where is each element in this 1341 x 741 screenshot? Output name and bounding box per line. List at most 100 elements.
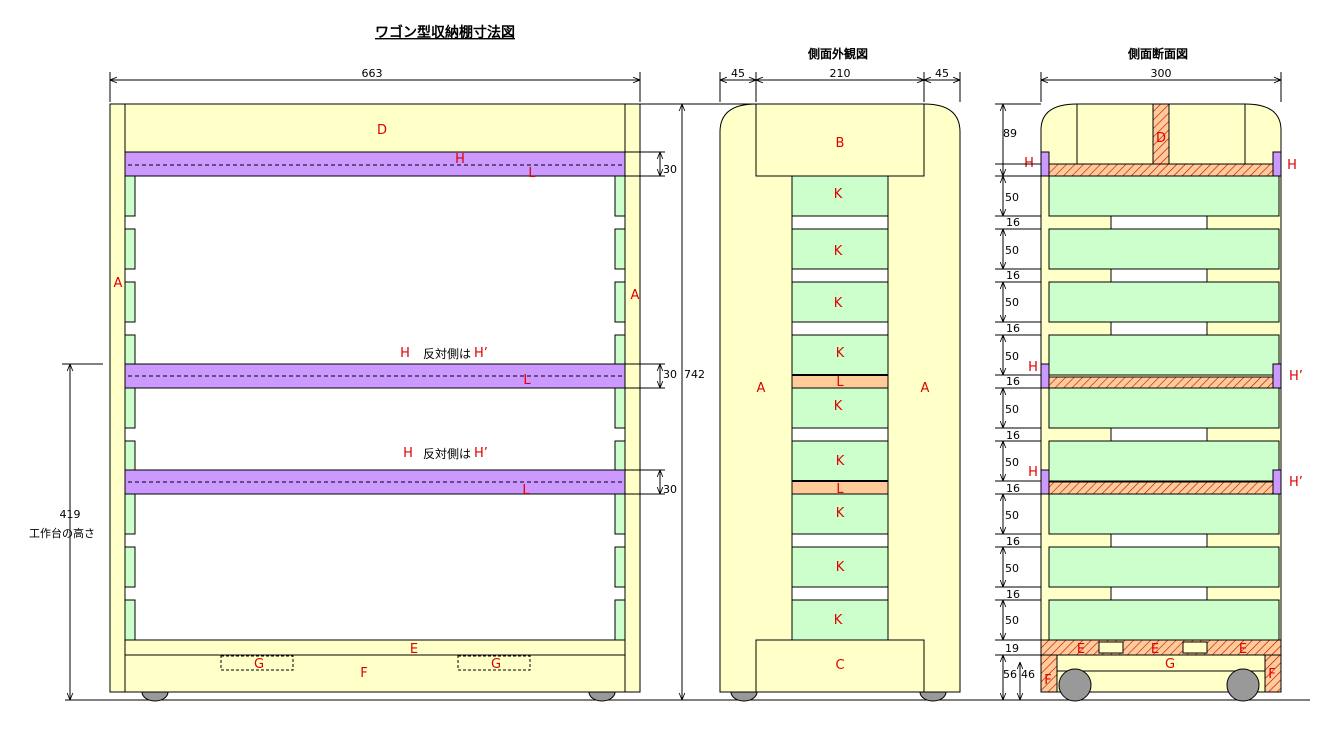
- part-label-h-low: H: [403, 446, 413, 461]
- drawer-height-label-1: 50: [1005, 191, 1019, 204]
- page-title: ワゴン型収納棚寸法図: [375, 24, 515, 41]
- section-drawers: [1048, 175, 1280, 641]
- drawer-height-label-4: 50: [1005, 350, 1019, 363]
- part-label-g-right: G: [491, 657, 501, 672]
- section-base-f-left: [1040, 654, 1058, 693]
- gap-label-3: 16: [1006, 322, 1020, 335]
- wheel-section-left: [1058, 668, 1092, 702]
- gap-label-7: 16: [1006, 535, 1020, 548]
- part-label-e-section-2: E: [1151, 642, 1159, 657]
- part-label-k-1: K: [834, 187, 843, 202]
- part-label-a-side-left: A: [757, 381, 766, 396]
- part-label-l-side-2: L: [836, 482, 844, 497]
- part-label-e-section-3: E: [1239, 642, 1247, 657]
- part-label-hp-section-r3: H’: [1289, 475, 1303, 490]
- side-exterior-view: 側面外観図 45 210 45 B C: [719, 46, 961, 702]
- top-block-b: [755, 103, 925, 177]
- right-guide-blocks: [614, 175, 626, 641]
- part-label-h-prime-mid: H’: [474, 346, 488, 361]
- part-label-l-mid: L: [523, 373, 531, 388]
- workbench-height-label: 419: [60, 508, 81, 521]
- section-rail-top: [1048, 163, 1274, 177]
- part-label-k-6: K: [836, 454, 845, 469]
- section-base-g: [1056, 654, 1266, 672]
- part-label-k-8: K: [836, 560, 845, 575]
- front-width-label: 663: [362, 67, 383, 80]
- part-label-e: E: [410, 642, 418, 657]
- side-drawers-k: [791, 175, 889, 641]
- drawer-height-label-2: 50: [1005, 244, 1019, 257]
- opposite-side-note-1: 反対側は: [423, 347, 471, 361]
- wheel-side-left: [730, 691, 758, 702]
- right-side-panel: [624, 103, 641, 693]
- part-label-e-section-1: E: [1077, 642, 1085, 657]
- wheel-side-right: [919, 691, 947, 702]
- gap-label-5: 16: [1006, 429, 1020, 442]
- part-label-l-low: L: [522, 483, 530, 498]
- drawer-height-label-3: 50: [1005, 296, 1019, 309]
- part-label-f-section-l: F: [1044, 673, 1051, 688]
- part-label-h-prime-low: H’: [474, 446, 488, 461]
- top-panel-d: [124, 103, 626, 153]
- gap-label-2: 16: [1006, 269, 1020, 282]
- section-rail-middle: [1048, 376, 1274, 389]
- base-panel-e: [124, 639, 626, 656]
- base-f-height-label: 56: [1003, 668, 1017, 681]
- base-panel-f: [124, 654, 626, 693]
- part-label-h: H: [455, 152, 465, 167]
- drawer-height-label-7: 50: [1005, 509, 1019, 522]
- side-b-width: 210: [830, 67, 851, 80]
- section-dimension-chain: [995, 103, 1041, 700]
- part-label-h-section-l3: H: [1028, 465, 1038, 480]
- left-side-panel: [109, 103, 126, 693]
- part-label-a-side-right: A: [921, 381, 930, 396]
- side-a-width-left: 45: [731, 67, 745, 80]
- shelf-height-label-2: 30: [663, 368, 677, 381]
- base-g-height-label: 46: [1021, 668, 1035, 681]
- gap-label-8: 16: [1006, 588, 1020, 601]
- wheel-front-right: [588, 691, 616, 702]
- part-label-f-section-r: F: [1268, 667, 1275, 682]
- part-label-hp-section-r2: H’: [1289, 369, 1303, 384]
- part-label-k-9: K: [834, 613, 843, 628]
- drawer-height-label-8: 50: [1005, 562, 1019, 575]
- workbench-height-caption: 工作台の高さ: [29, 526, 95, 540]
- part-label-l: L: [528, 166, 536, 181]
- opposite-side-note-2: 反対側は: [423, 447, 471, 461]
- drawer-height-label-6: 50: [1005, 456, 1019, 469]
- left-guide-blocks: [124, 175, 136, 641]
- rail-h-top: [124, 151, 626, 177]
- section-base-f-right: [1264, 654, 1282, 693]
- part-label-d: D: [377, 123, 387, 138]
- wheel-front-left: [141, 691, 169, 702]
- part-label-k-7: K: [836, 506, 845, 521]
- part-label-h-section-r1: H: [1287, 158, 1297, 173]
- part-label-k-2: K: [834, 244, 843, 259]
- part-label-a-left: A: [114, 276, 123, 291]
- gap-label-6: 16: [1006, 482, 1020, 495]
- shelf-height-label-3: 30: [663, 483, 677, 496]
- part-label-g-left: G: [254, 657, 264, 672]
- g-block-left: [220, 655, 294, 671]
- drawer-height-label-9: 50: [1005, 614, 1019, 627]
- gap-label-1: 16: [1006, 216, 1020, 229]
- side-a-width-right: 45: [935, 67, 949, 80]
- part-label-d-section: D: [1156, 131, 1166, 146]
- part-label-k-5: K: [834, 399, 843, 414]
- part-label-h-mid: H: [400, 346, 410, 361]
- wheel-section-right: [1226, 668, 1260, 702]
- part-label-f: F: [360, 666, 367, 681]
- part-label-k-3: K: [834, 296, 843, 311]
- front-view: 663 D H L: [29, 67, 760, 702]
- part-label-h-section-l2: H: [1028, 360, 1038, 375]
- gap-label-4: 16: [1006, 375, 1020, 388]
- part-label-a-right: A: [631, 288, 640, 303]
- part-label-c: C: [835, 658, 844, 673]
- side-section-title: 側面断面図: [1127, 46, 1188, 61]
- total-height-label: 742: [684, 368, 705, 381]
- part-label-l-side-1: L: [836, 375, 844, 390]
- g-block-right: [457, 655, 531, 671]
- section-rail-lower: [1048, 481, 1274, 495]
- bottom-block-c: [755, 639, 925, 693]
